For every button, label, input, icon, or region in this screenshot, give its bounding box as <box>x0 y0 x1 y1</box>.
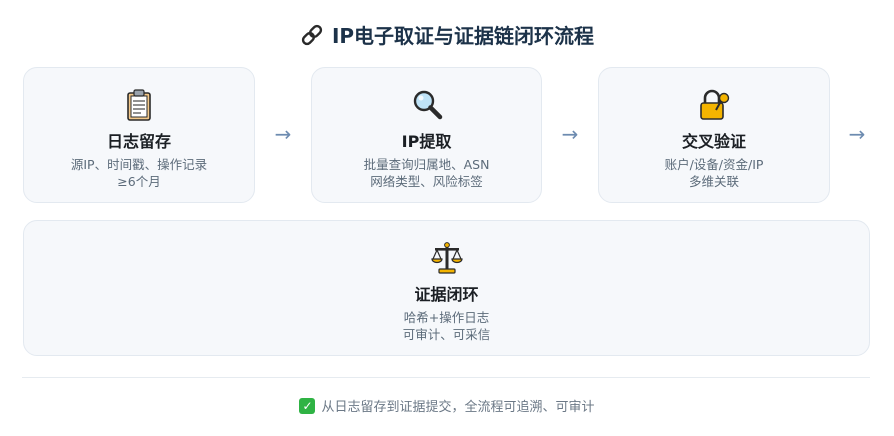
step-name: IP提取 <box>401 132 452 151</box>
step-desc-line: 批量查询归属地、ASN <box>363 157 490 172</box>
clipboard-icon <box>127 89 151 121</box>
flow-arrow: → <box>561 122 579 146</box>
title-text: IP电子取证与证据链闭环流程 <box>331 24 595 48</box>
flow-arrow: → <box>274 122 292 146</box>
step-name: 交叉验证 <box>681 132 746 151</box>
lock-key-icon <box>700 89 730 120</box>
step-card-evidence-closure: 证据闭环 哈希+操作日志 可审计、可采信 <box>23 220 870 356</box>
step-desc-line: 多维关联 <box>688 174 739 189</box>
footer-note: ✓ 从日志留存到证据提交，全流程可追溯、可审计 <box>0 396 894 415</box>
step-desc: 账户/设备/资金/IP 多维关联 <box>599 156 829 190</box>
step-desc-line: ≥6个月 <box>117 174 161 189</box>
flow-arrow: → <box>848 122 866 146</box>
scales-icon <box>430 242 463 274</box>
step-desc: 批量查询归属地、ASN 网络类型、风险标签 <box>312 156 541 190</box>
step-desc-line: 账户/设备/资金/IP <box>664 157 764 172</box>
step-desc-line: 源IP、时间戳、操作记录 <box>70 157 208 172</box>
step-name: 日志留存 <box>106 132 171 151</box>
divider <box>22 377 870 378</box>
step-card-cross-validation: 交叉验证 账户/设备/资金/IP 多维关联 <box>598 67 830 203</box>
step-card-log-retention: 日志留存 源IP、时间戳、操作记录 ≥6个月 <box>23 67 255 203</box>
link-icon <box>301 24 323 45</box>
step-card-ip-extraction: IP提取 批量查询归属地、ASN 网络类型、风险标签 <box>311 67 542 203</box>
step-desc-line: 哈希+操作日志 <box>403 310 490 325</box>
checkbox-icon: ✓ <box>299 397 316 414</box>
step-desc-line: 可审计、可采信 <box>402 327 491 342</box>
footer-text: 从日志留存到证据提交，全流程可追溯、可审计 <box>321 400 595 415</box>
step-name: 证据闭环 <box>414 285 479 304</box>
page-title: IP电子取证与证据链闭环流程 <box>0 20 894 49</box>
magnifier-icon <box>413 90 442 120</box>
step-desc-line: 网络类型、风险标签 <box>370 174 483 189</box>
step-desc: 源IP、时间戳、操作记录 ≥6个月 <box>24 156 254 190</box>
step-desc: 哈希+操作日志 可审计、可采信 <box>24 309 869 343</box>
